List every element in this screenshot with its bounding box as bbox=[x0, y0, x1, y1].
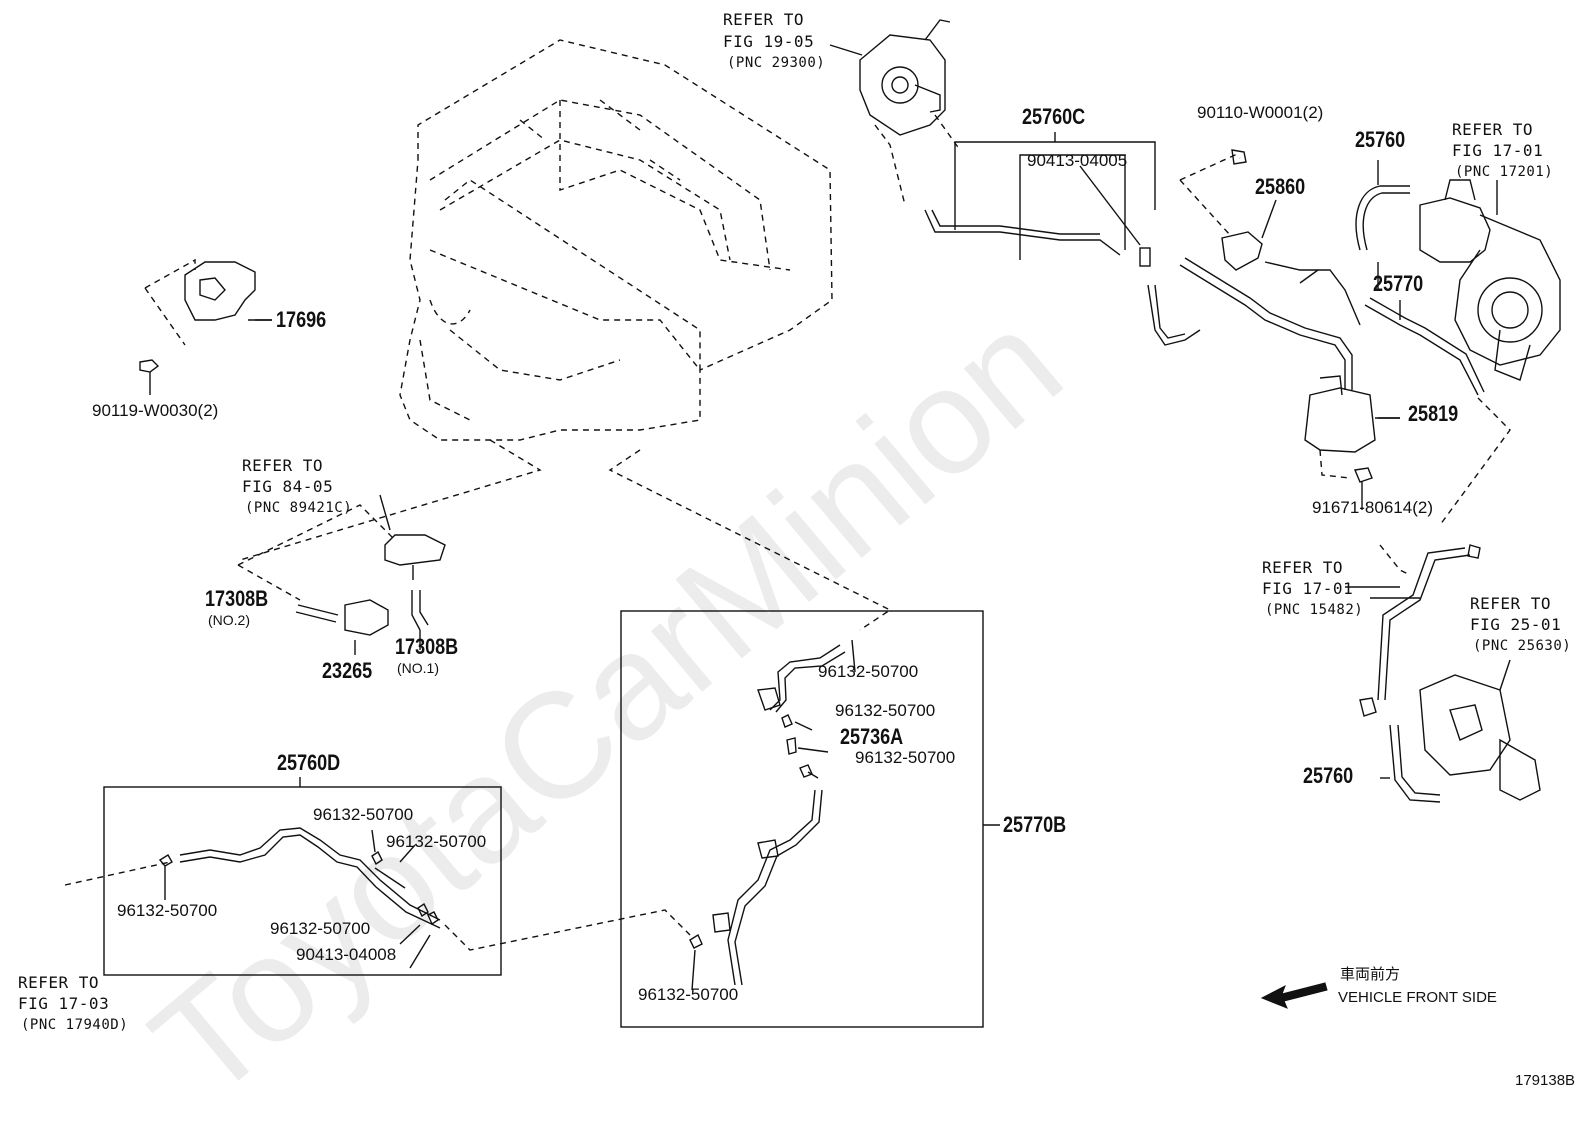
ref-1701a-line1: REFER TO bbox=[1452, 120, 1534, 139]
vehicle-front-arrow-icon bbox=[1260, 982, 1328, 1009]
part-23265: 23265 bbox=[322, 658, 373, 683]
clip-96132-50700-c: 96132-50700 bbox=[117, 901, 218, 920]
turbo-and-hose bbox=[1355, 160, 1561, 381]
clip-96132-50700-f: 96132-50700 bbox=[835, 701, 936, 720]
part-90119-W0030: 90119-W0030(2) bbox=[92, 401, 219, 420]
bracket-17696 bbox=[139, 258, 272, 395]
part-17308B-no2-note: (NO.2) bbox=[208, 612, 250, 628]
part-25760-bottom: 25760 bbox=[1303, 763, 1354, 788]
part-25760C: 25760C bbox=[1022, 104, 1086, 129]
hose-25770 bbox=[1364, 297, 1511, 526]
bracket-25760C bbox=[924, 132, 1353, 390]
part-25736A: 25736A bbox=[840, 724, 904, 749]
leader-lines bbox=[248, 262, 1420, 969]
part-17696: 17696 bbox=[276, 307, 327, 332]
part-90110-W0001: 90110-W0001(2) bbox=[1197, 103, 1324, 122]
ref-1703-line1: REFER TO bbox=[18, 973, 100, 992]
clip-96132-50700-a: 96132-50700 bbox=[313, 805, 414, 824]
part-17308B-no2: 17308B bbox=[205, 586, 269, 611]
part-25770: 25770 bbox=[1373, 271, 1424, 296]
part-25860: 25860 bbox=[1255, 174, 1306, 199]
part-90413-04008: 90413-04008 bbox=[296, 945, 397, 964]
part-25819: 25819 bbox=[1408, 401, 1459, 426]
ref-1905-line1: REFER TO bbox=[723, 10, 805, 29]
vsv-25819 bbox=[1304, 375, 1400, 500]
ref-2501-line2: FIG 25-01 bbox=[1470, 615, 1562, 634]
ref-1701b-line3: (PNC 15482) bbox=[1265, 602, 1364, 618]
part-25770B: 25770B bbox=[1003, 812, 1067, 837]
vehicle-front-jp: 車両前方 bbox=[1340, 966, 1401, 983]
part-17308B-no1: 17308B bbox=[395, 634, 459, 659]
ref-8405-line2: FIG 84-05 bbox=[242, 477, 334, 496]
ref-2501-line3: (PNC 25630) bbox=[1473, 638, 1572, 654]
clip-96132-50700-e: 96132-50700 bbox=[818, 662, 919, 681]
part-25760-top: 25760 bbox=[1355, 127, 1406, 152]
vsv-25860 bbox=[1179, 149, 1361, 326]
clip-96132-50700-g: 96132-50700 bbox=[855, 748, 956, 767]
box-25770B bbox=[620, 610, 1000, 1028]
part-90413-04005: 90413-04005 bbox=[1027, 151, 1128, 170]
part-25760D: 25760D bbox=[277, 750, 341, 775]
vacuum-pump bbox=[829, 19, 961, 206]
clip-96132-50700-d: 96132-50700 bbox=[270, 919, 371, 938]
clip-96132-50700-h: 96132-50700 bbox=[638, 985, 739, 1004]
ref-1905-line2: FIG 19-05 bbox=[723, 32, 815, 51]
parts-diagram bbox=[64, 19, 1561, 1028]
box-25760D bbox=[103, 777, 502, 976]
clip-96132-50700-b: 96132-50700 bbox=[386, 832, 487, 851]
ref-1701b-line1: REFER TO bbox=[1262, 558, 1344, 577]
dashed-connectors bbox=[64, 439, 892, 951]
ref-1701b-line2: FIG 17-01 bbox=[1262, 579, 1354, 598]
vehicle-front-en: VEHICLE FRONT SIDE bbox=[1338, 989, 1497, 1006]
part-91671-80614: 91671-80614(2) bbox=[1312, 498, 1433, 517]
figure-id: 179138B bbox=[1515, 1072, 1576, 1089]
engine-outline bbox=[399, 39, 833, 441]
ref-8405-line3: (PNC 89421C) bbox=[245, 500, 353, 516]
ref-8405-line1: REFER TO bbox=[242, 456, 324, 475]
ref-1703-line3: (PNC 17940D) bbox=[21, 1017, 129, 1033]
pipe-and-pump bbox=[1359, 544, 1541, 803]
ref-1703-line2: FIG 17-03 bbox=[18, 994, 110, 1013]
vacuum-sensor-group bbox=[237, 494, 446, 655]
ref-1701a-line3: (PNC 17201) bbox=[1455, 164, 1554, 180]
ref-1905-line3: (PNC 29300) bbox=[727, 55, 826, 71]
part-17308B-no1-note: (NO.1) bbox=[397, 660, 439, 676]
ref-2501-line1: REFER TO bbox=[1470, 594, 1552, 613]
ref-1701a-line2: FIG 17-01 bbox=[1452, 141, 1544, 160]
